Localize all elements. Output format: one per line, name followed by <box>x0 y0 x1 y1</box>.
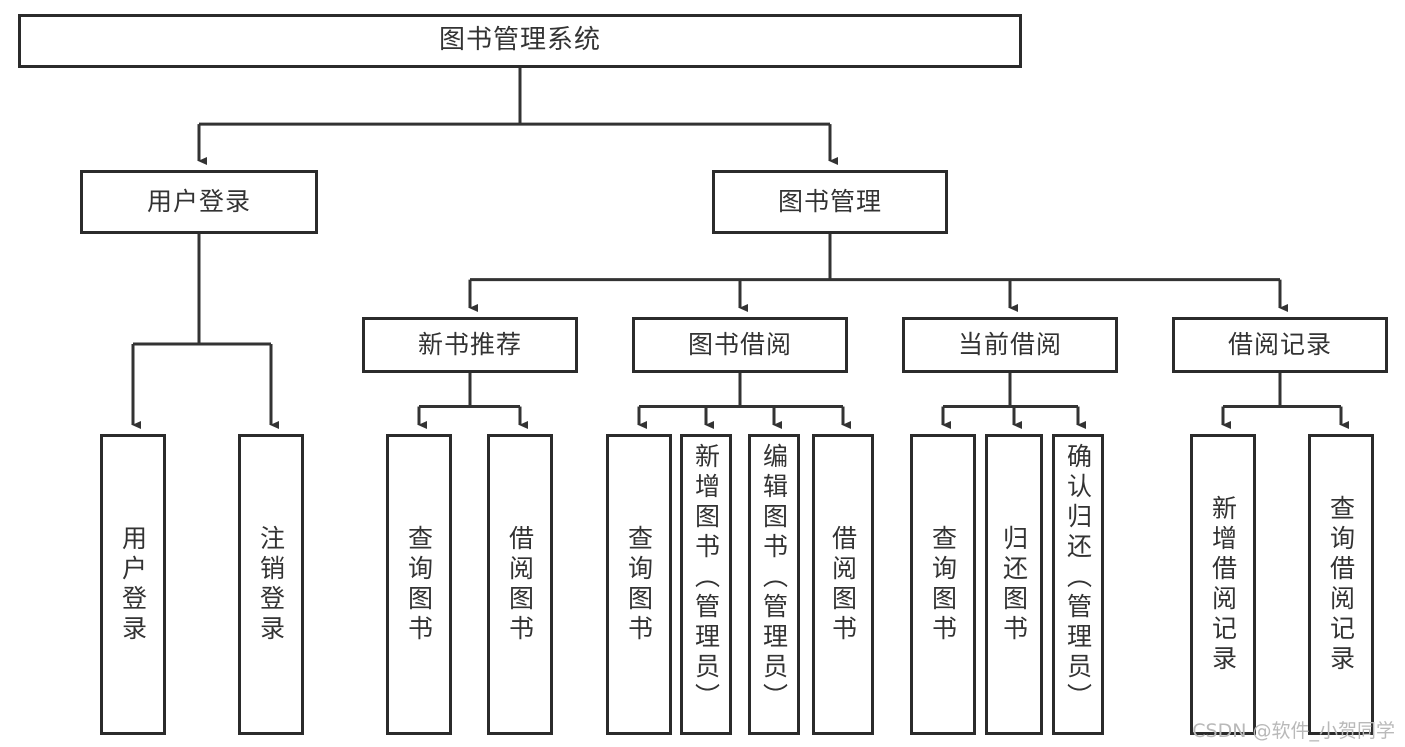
node-label: 新增图书（管理员） <box>691 443 721 713</box>
node-label: 用户登录 <box>118 524 148 645</box>
node-current-borrow[interactable]: 当前借阅 <box>902 317 1118 373</box>
node-label: 查询图书 <box>624 524 654 645</box>
node-label: 借阅记录 <box>1227 329 1332 359</box>
leaf-borrow-book-recommend[interactable]: 借阅图书 <box>487 434 553 735</box>
node-label: 查询借阅记录 <box>1326 494 1356 675</box>
leaf-edit-book-admin[interactable]: 编辑图书（管理员） <box>748 434 800 735</box>
node-label: 编辑图书（管理员） <box>759 443 789 713</box>
leaf-logout[interactable]: 注销登录 <box>238 434 304 735</box>
node-book-management[interactable]: 图书管理 <box>712 170 948 234</box>
node-label: 归还图书 <box>999 524 1029 645</box>
leaf-query-book-borrow[interactable]: 查询图书 <box>606 434 672 735</box>
node-label: 借阅图书 <box>828 524 858 645</box>
node-label: 查询图书 <box>404 524 434 645</box>
node-root-system[interactable]: 图书管理系统 <box>18 14 1022 68</box>
node-label: 借阅图书 <box>505 524 535 645</box>
leaf-add-borrow-record[interactable]: 新增借阅记录 <box>1190 434 1256 735</box>
node-label: 图书管理系统 <box>438 25 601 56</box>
node-label: 新书推荐 <box>417 329 522 359</box>
node-label: 当前借阅 <box>957 329 1062 359</box>
leaf-query-book-recommend[interactable]: 查询图书 <box>386 434 452 735</box>
node-label: 查询图书 <box>928 524 958 645</box>
node-label: 确认归还（管理员） <box>1063 443 1093 713</box>
leaf-return-book[interactable]: 归还图书 <box>985 434 1043 735</box>
leaf-confirm-return-admin[interactable]: 确认归还（管理员） <box>1052 434 1104 735</box>
node-label: 图书管理 <box>777 186 882 216</box>
node-label: 用户登录 <box>146 186 251 216</box>
node-label: 新增借阅记录 <box>1208 494 1238 675</box>
node-new-book-recommend[interactable]: 新书推荐 <box>362 317 578 373</box>
leaf-user-login[interactable]: 用户登录 <box>100 434 166 735</box>
leaf-borrow-book[interactable]: 借阅图书 <box>812 434 874 735</box>
leaf-query-book-current[interactable]: 查询图书 <box>910 434 976 735</box>
leaf-query-borrow-record[interactable]: 查询借阅记录 <box>1308 434 1374 735</box>
node-label: 图书借阅 <box>687 329 792 359</box>
csdn-watermark: CSDN @软件_小贺同学 <box>1192 720 1395 742</box>
node-borrow-record[interactable]: 借阅记录 <box>1172 317 1388 373</box>
node-label: 注销登录 <box>256 524 286 645</box>
node-book-borrow[interactable]: 图书借阅 <box>632 317 848 373</box>
node-user-login[interactable]: 用户登录 <box>80 170 318 234</box>
leaf-add-book-admin[interactable]: 新增图书（管理员） <box>680 434 732 735</box>
